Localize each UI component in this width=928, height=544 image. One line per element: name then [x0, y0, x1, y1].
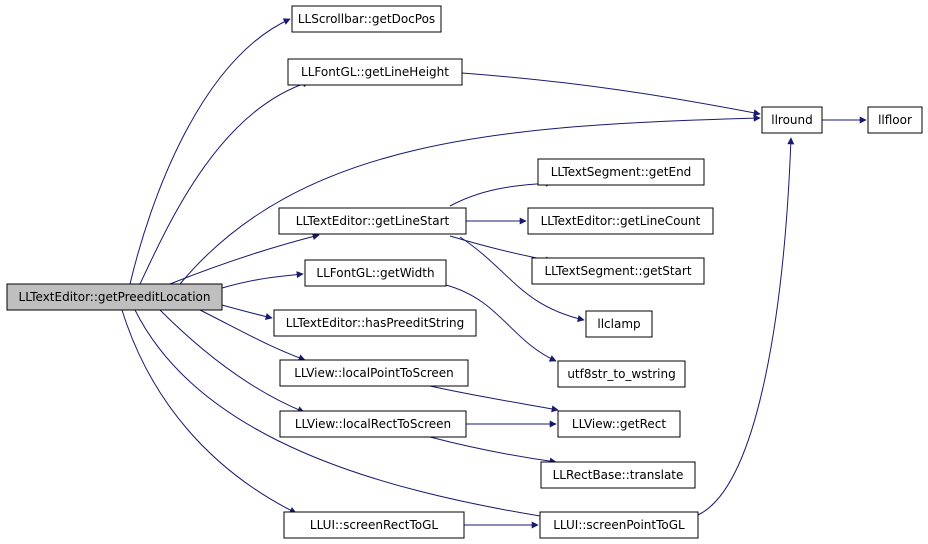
node-utf8str-to-wstring[interactable]: utf8str_to_wstring [557, 360, 686, 388]
node-label: llround [771, 113, 813, 127]
edge-localrecttoscreen-to-rectbase-translate [429, 436, 557, 465]
node-label: LLRectBase::translate [553, 468, 684, 482]
node-label: LLTextEditor::getPreeditLocation [19, 290, 211, 304]
node-view-localpointtoscreen[interactable]: LLView::localPointToScreen [279, 359, 469, 387]
edge-root-to-haspreeditstring [221, 304, 273, 320]
node-llround[interactable]: llround [761, 106, 823, 134]
node-label: llfloor [878, 113, 912, 127]
node-scrollbar-getdocpos[interactable]: LLScrollbar::getDocPos [291, 5, 442, 33]
node-label: LLUI::screenPointToGL [553, 518, 685, 532]
node-rectbase-translate[interactable]: LLRectBase::translate [540, 461, 696, 489]
edge-localpointtoscreen-to-getrect [429, 385, 559, 413]
node-label: LLTextEditor::getLineCount [541, 214, 701, 228]
node-texteditor-haspreeditstring[interactable]: LLTextEditor::hasPreeditString [273, 309, 477, 337]
node-texteditor-getlinestart[interactable]: LLTextEditor::getLineStart [278, 207, 467, 235]
node-view-localrecttoscreen[interactable]: LLView::localRectToScreen [279, 410, 467, 438]
node-label: LLTextSegment::getStart [544, 264, 691, 278]
edge-root-to-localpointtoscreen [199, 309, 306, 362]
node-textsegment-getend[interactable]: LLTextSegment::getEnd [537, 158, 705, 186]
node-label: LLView::localRectToScreen [295, 417, 451, 431]
edge-screenpointtogl-to-llround [697, 137, 795, 516]
node-label: LLFontGL::getLineHeight [301, 65, 449, 79]
node-label: LLFontGL::getWidth [316, 266, 434, 280]
node-label: LLTextEditor::getLineStart [296, 214, 450, 228]
edge-fontgl-getwidth-to-utf8str [445, 284, 557, 362]
edge-root-to-fontgl-getwidth [221, 271, 304, 289]
edge-root-to-llround [179, 114, 761, 285]
node-label: LLScrollbar::getDocPos [298, 12, 435, 26]
edge-root-to-screenrecttogl [121, 309, 297, 514]
edge-getlinestart-to-textsegment-getend [449, 179, 553, 207]
edge-getlinestart-to-llclamp [459, 236, 585, 322]
node-ui-screenrecttogl[interactable]: LLUI::screenRectToGL [283, 511, 465, 539]
edge-getlinestart-to-textsegment-getstart [449, 235, 553, 264]
edges [121, 18, 867, 529]
node-root[interactable]: LLTextEditor::getPreeditLocation [6, 283, 223, 311]
node-texteditor-getlinecount[interactable]: LLTextEditor::getLineCount [527, 207, 714, 235]
edge-root-to-fontgl-getlineheight [139, 80, 310, 285]
node-label: LLUI::screenRectToGL [310, 518, 438, 532]
node-textsegment-getstart[interactable]: LLTextSegment::getStart [531, 257, 705, 285]
node-label: LLView::localPointToScreen [294, 366, 454, 380]
node-label: utf8str_to_wstring [567, 367, 675, 381]
node-fontgl-getwidth[interactable]: LLFontGL::getWidth [304, 259, 447, 287]
node-label: LLTextSegment::getEnd [551, 165, 692, 179]
node-label: LLView::getRect [572, 417, 666, 431]
node-ui-screenpointtogl[interactable]: LLUI::screenPointToGL [539, 511, 699, 539]
edge-fontgl-getlineheight-to-llround [461, 72, 761, 117]
node-view-getrect[interactable]: LLView::getRect [557, 410, 681, 438]
edge-root-to-localrecttoscreen [159, 309, 305, 413]
node-label: LLTextEditor::hasPreeditString [286, 316, 465, 330]
node-fontgl-getlineheight[interactable]: LLFontGL::getLineHeight [287, 58, 463, 86]
node-llclamp[interactable]: llclamp [585, 310, 653, 338]
node-llfloor[interactable]: llfloor [867, 106, 923, 134]
edge-root-to-texteditor-getlinestart [169, 233, 320, 285]
edge-root-to-screenpointtogl [134, 309, 547, 520]
edge-root-to-scrollbar-getdocpos [129, 18, 291, 285]
node-label: llclamp [597, 317, 640, 331]
